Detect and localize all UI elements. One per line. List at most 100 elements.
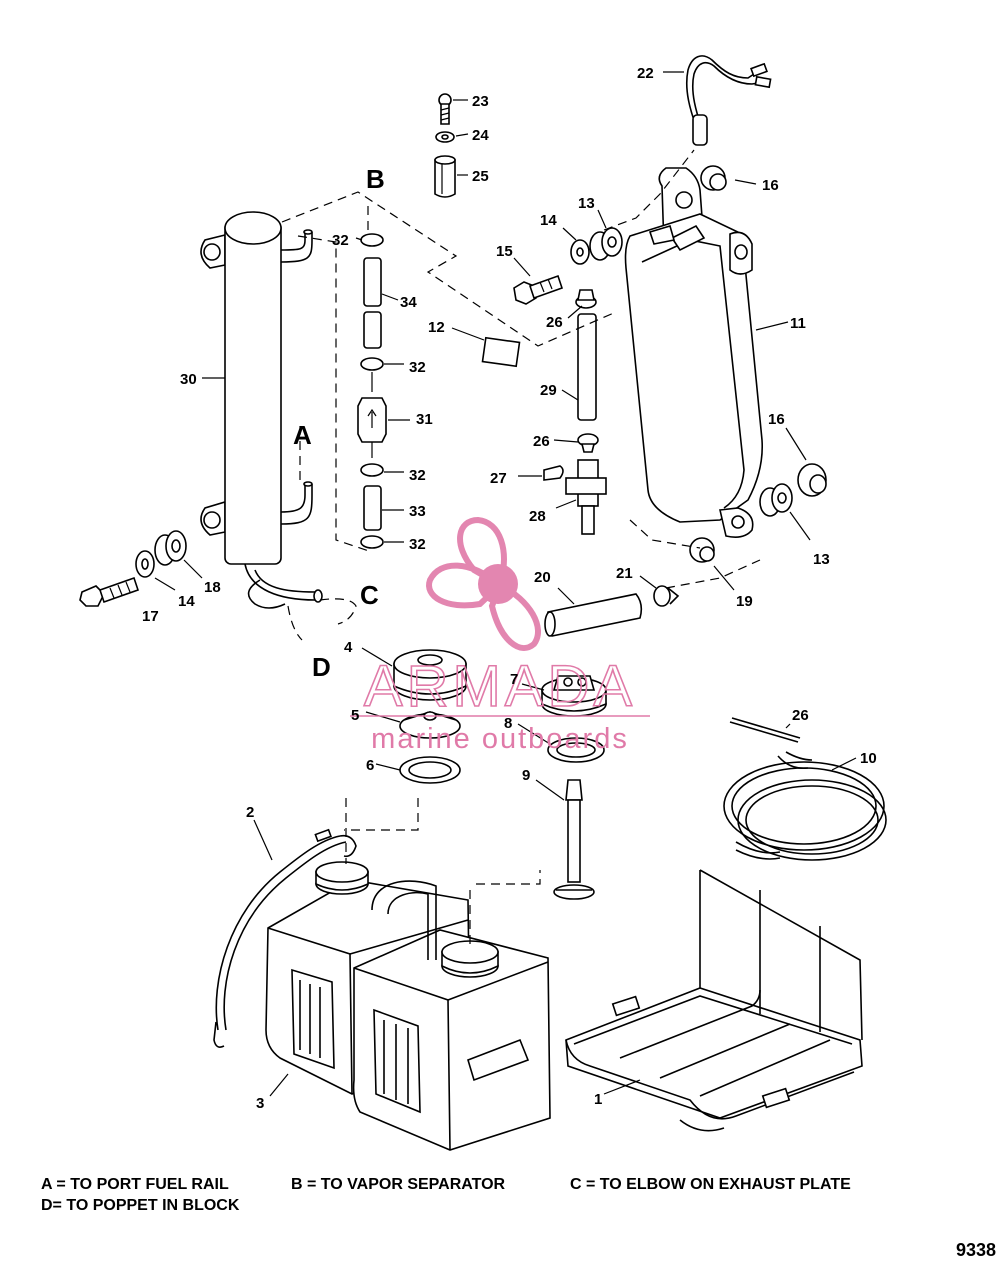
callout-28: 28 <box>529 508 546 525</box>
part-13-grommet-right-top <box>589 209 623 261</box>
part-4-tank-cap <box>361 647 467 701</box>
callout-7: 7 <box>510 671 518 688</box>
callout-26: 26 <box>546 314 563 331</box>
callout-27: 27 <box>490 470 507 487</box>
watermark-tagline: marine outboards <box>371 723 629 755</box>
legend-a: A = TO PORT FUEL RAIL <box>41 1176 229 1193</box>
part-3-fuel-tanks <box>265 861 551 1151</box>
part-12-decal <box>451 327 521 368</box>
callout-30: 30 <box>180 371 197 388</box>
part-9-fuel-pickup <box>535 779 595 900</box>
callout-16: 16 <box>762 177 779 194</box>
callout-31: 31 <box>416 411 433 428</box>
connection-letter-a: A <box>293 420 312 450</box>
part-13-grommet-left <box>154 530 203 579</box>
callout-16: 16 <box>768 411 785 428</box>
callout-24: 24 <box>472 127 489 144</box>
callout-32: 32 <box>409 536 426 553</box>
part-20-hose <box>544 587 643 637</box>
part-1-tank-rack <box>565 869 863 1132</box>
callout-32: 32 <box>332 232 349 249</box>
callout-33: 33 <box>409 503 426 520</box>
part-16-grommet-top <box>700 165 757 191</box>
part-29-hose <box>561 313 597 421</box>
part-26-fitting-mid <box>553 433 599 453</box>
part-21-clamp <box>639 575 680 607</box>
legend-c: C = TO ELBOW ON EXHAUST PLATE <box>570 1176 851 1193</box>
callout-3: 3 <box>256 1095 264 1112</box>
callout-15: 15 <box>496 243 513 260</box>
callout-18: 18 <box>204 579 221 596</box>
part-6-seal <box>375 756 461 784</box>
part-27-plug <box>518 465 564 481</box>
callout-32: 32 <box>409 467 426 484</box>
part-26-tube <box>729 717 801 743</box>
part-33-hose <box>363 485 404 531</box>
callout-13: 13 <box>578 195 595 212</box>
callout-20: 20 <box>534 569 551 586</box>
callout-1: 1 <box>594 1091 602 1108</box>
part-24-washer <box>435 131 469 143</box>
callout-8: 8 <box>504 715 512 732</box>
part-26-fitting-top <box>567 289 597 319</box>
part-32-clamp-top <box>355 233 384 247</box>
connection-letter-b: B <box>366 164 385 194</box>
part-2-tank-strap <box>213 819 357 1048</box>
callout-17: 17 <box>142 608 159 625</box>
callout-21: 21 <box>616 565 633 582</box>
part-32-clamp-3 <box>360 463 404 477</box>
part-16-grommet-lower <box>785 427 827 497</box>
part-5-cap-gasket <box>365 711 461 739</box>
callout-34: 34 <box>400 294 417 311</box>
callout-11: 11 <box>790 315 806 332</box>
callout-32: 32 <box>409 359 426 376</box>
part-8-gauge-seal <box>517 723 605 763</box>
part-14-washer-right <box>562 227 590 265</box>
part-32-clamp-2 <box>360 357 404 371</box>
callout-13: 13 <box>813 551 830 568</box>
part-10-fuel-hose <box>723 751 887 861</box>
callout-6: 6 <box>366 757 374 774</box>
armada-watermark: ARMADA marine outboards <box>350 516 650 755</box>
part-17-bolt <box>79 576 140 607</box>
callout-14: 14 <box>178 593 195 610</box>
propeller-logo <box>426 516 541 651</box>
callout-26: 26 <box>533 433 550 450</box>
callout-25: 25 <box>472 168 489 185</box>
part-11-vapor-separator <box>624 167 789 538</box>
connection-letter-d: D <box>312 652 331 682</box>
part-13-grommet-lower <box>759 483 811 541</box>
part-19-grommet <box>689 537 735 591</box>
callout-19: 19 <box>736 593 753 610</box>
callout-4: 4 <box>344 639 353 656</box>
callout-9: 9 <box>522 767 530 784</box>
part-23-screw <box>438 93 468 125</box>
part-34-hose <box>363 257 399 349</box>
legend-b: B = TO VAPOR SEPARATOR <box>291 1176 506 1193</box>
callout-5: 5 <box>351 707 359 724</box>
callout-14: 14 <box>540 212 557 229</box>
callout-12: 12 <box>428 319 445 336</box>
part-25-bushing <box>434 155 468 198</box>
callout-2: 2 <box>246 804 254 821</box>
callout-26: 26 <box>792 707 809 724</box>
part-32-clamp-4 <box>360 535 404 549</box>
part-15-bolt-right <box>513 257 564 305</box>
callout-22: 22 <box>637 65 654 82</box>
connection-lines <box>281 149 761 944</box>
watermark-brand: ARMADA <box>364 654 636 719</box>
callout-23: 23 <box>472 93 489 110</box>
part-30-fuel-cooler <box>200 211 323 609</box>
callout-10: 10 <box>860 750 877 767</box>
callout-labels: 22 23 24 25 16 13 14 32 15 34 26 12 11 3… <box>142 65 877 1112</box>
legend-d: D= TO POPPET IN BLOCK <box>41 1197 240 1214</box>
connection-letters: B A C D <box>293 164 385 682</box>
drawing-number: 9338 <box>955 1240 996 1260</box>
part-22-sensor-harness <box>663 55 772 146</box>
part-28-tee-fitting <box>555 459 607 535</box>
connection-letter-c: C <box>360 580 379 610</box>
part-14-washer-left <box>135 550 176 591</box>
callout-29: 29 <box>540 382 557 399</box>
part-31-fuel-filter <box>357 372 410 458</box>
